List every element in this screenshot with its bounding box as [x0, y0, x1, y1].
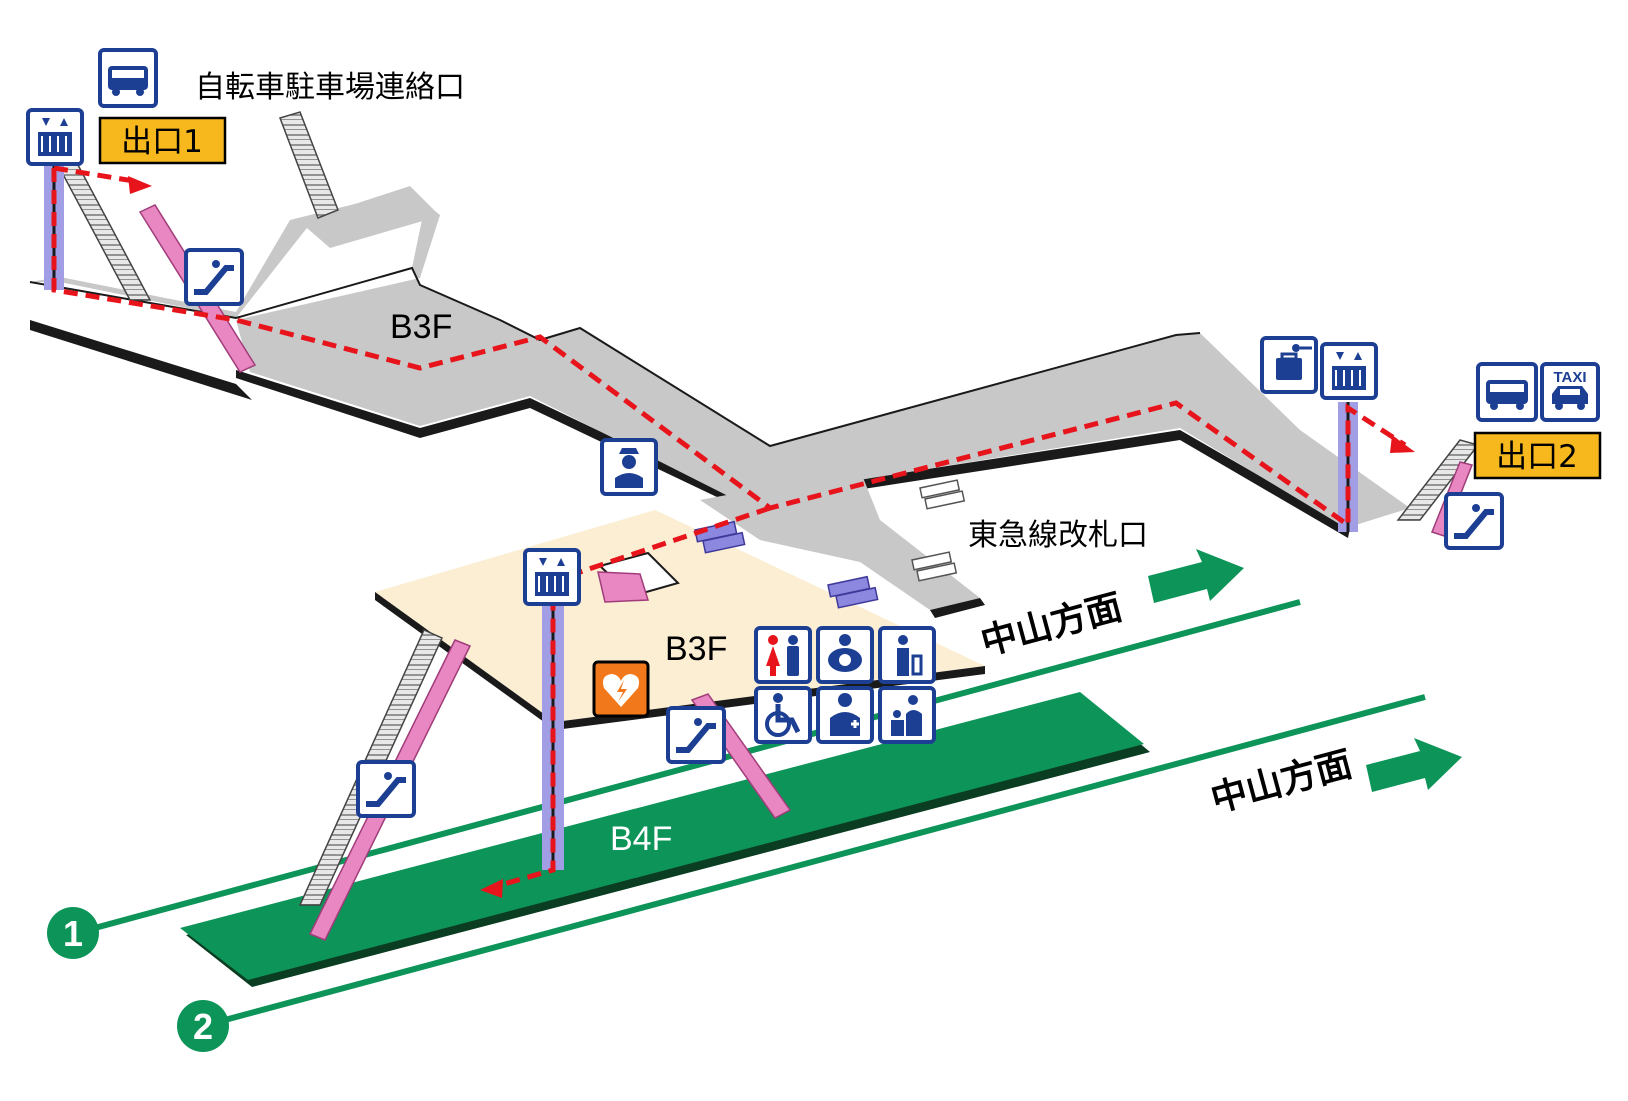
escalator-icon	[1444, 492, 1504, 550]
track-1-badge	[47, 907, 99, 959]
coin-locker-icon	[1260, 336, 1318, 394]
ostomate-icon	[878, 626, 936, 684]
taxi-text: TAXI	[1553, 369, 1586, 386]
arrow-right-icon	[1148, 549, 1244, 603]
facility-icons	[754, 626, 936, 744]
exit-2-sign: 出口2	[1473, 431, 1602, 480]
track-2-number: 2	[193, 1006, 213, 1047]
bicycle-parking-label: 自転車駐車場連絡口	[195, 70, 465, 105]
floor-label-b4: B4F	[610, 820, 672, 858]
direction-arrow-1: 中山方面	[977, 549, 1244, 664]
taxi-icon: TAXI	[1540, 362, 1600, 422]
wheelchair-icon	[754, 686, 812, 744]
exit-1-label: 出口1	[121, 124, 203, 160]
bus-icon	[1476, 362, 1538, 422]
direction-arrow-2: 中山方面	[1207, 738, 1462, 821]
track-2: 2	[177, 694, 1426, 1052]
arrow-right-icon	[1366, 738, 1462, 792]
direction-label-2: 中山方面	[1207, 744, 1357, 821]
elevator-icon	[1320, 342, 1378, 400]
first-aid-icon	[816, 686, 874, 744]
track-2-badge	[177, 1000, 229, 1052]
station-staff-icon	[600, 438, 658, 496]
tokyu-gate-label: 東急線改札口	[968, 518, 1148, 553]
bus-icon	[98, 48, 158, 108]
ticket-gates	[694, 479, 966, 609]
exit-2-label: 出口2	[1496, 439, 1578, 475]
escalator-ticket	[597, 571, 650, 603]
exit-1-sign: 出口1	[98, 116, 227, 165]
track-1: 1	[47, 599, 1301, 959]
elevator-icon	[523, 548, 581, 606]
track-1-number: 1	[63, 913, 83, 954]
b3-concourse	[29, 186, 1410, 618]
stairs-bicycle	[279, 111, 339, 219]
elevator-shaft-exit1	[44, 165, 64, 290]
floor-label-b3-lower: B3F	[665, 630, 727, 668]
floor-label-b3-upper: B3F	[390, 308, 452, 346]
elevator-icon	[26, 108, 84, 166]
aed-icon	[592, 660, 650, 718]
escalator-icon	[184, 248, 244, 306]
restroom-icon	[754, 626, 812, 684]
route-arrowheads	[128, 176, 1415, 898]
escalator-icon	[356, 760, 416, 818]
nursing-room-icon	[878, 686, 936, 744]
baby-care-icon	[816, 626, 874, 684]
escalator-icon	[666, 706, 726, 764]
b4-platform	[180, 692, 1150, 987]
